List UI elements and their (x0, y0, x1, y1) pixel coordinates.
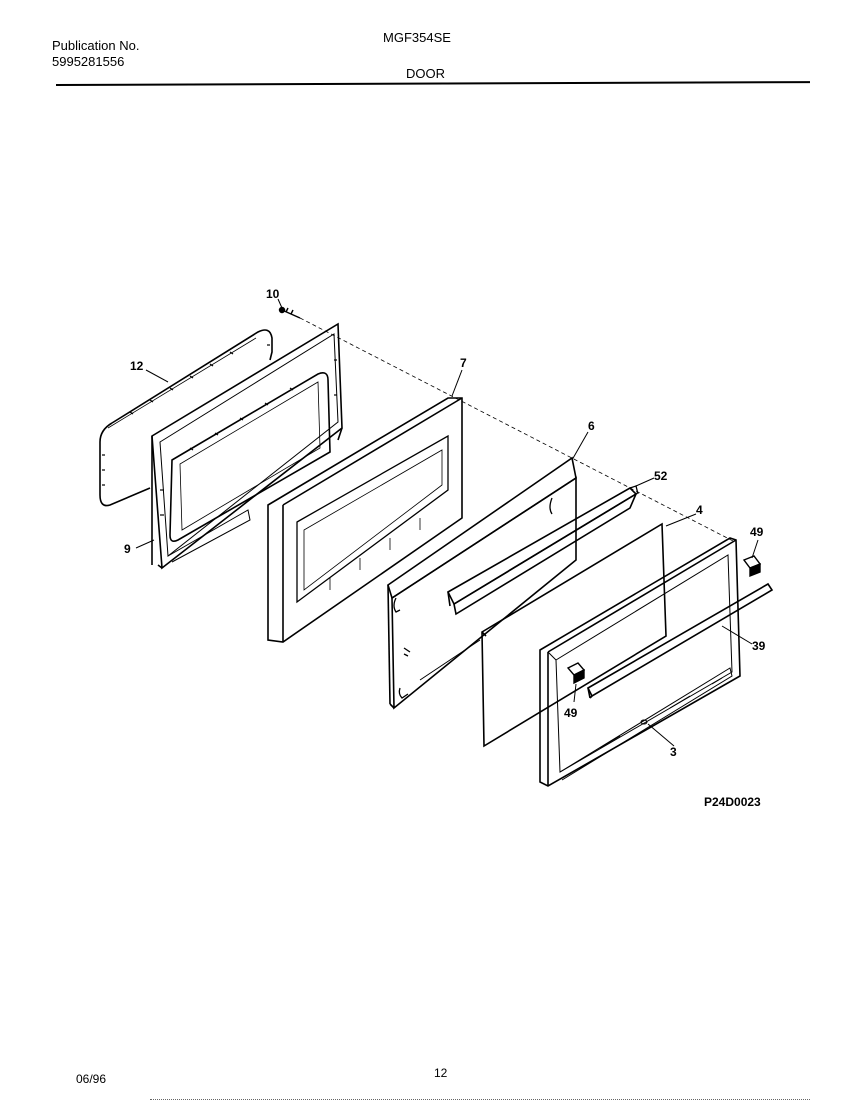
callout-49-top: 49 (750, 525, 764, 539)
callout-49-bottom: 49 (564, 706, 578, 720)
callout-3: 3 (670, 745, 677, 759)
callout-7: 7 (460, 356, 467, 370)
callout-10: 10 (266, 287, 280, 301)
part-channel (446, 485, 639, 616)
callout-9: 9 (124, 542, 131, 556)
alignment-lines (299, 317, 736, 543)
model-number: MGF354SE (383, 30, 451, 45)
callout-39: 39 (752, 639, 766, 653)
section-title: DOOR (406, 66, 445, 81)
footer-date: 06/96 (76, 1072, 107, 1086)
callout-52: 52 (654, 469, 668, 483)
callout-labels: 10 12 9 7 6 52 4 49 39 49 3 (124, 287, 766, 759)
part-handle (586, 582, 774, 699)
callout-6: 6 (588, 419, 595, 433)
part-inner-liner (151, 322, 343, 570)
publication-number: 5995281556 (52, 54, 125, 69)
callout-4: 4 (696, 503, 703, 517)
page-number: 12 (434, 1066, 448, 1080)
part-gasket (99, 329, 273, 507)
part-door-panel (387, 456, 577, 710)
footer-rule (150, 1099, 810, 1100)
part-glass (481, 522, 667, 748)
diagram-code: P24D0023 (704, 795, 761, 809)
leader-lines (135, 298, 759, 747)
part-screw (278, 306, 301, 319)
callout-12: 12 (130, 359, 144, 373)
part-outer-door (539, 537, 741, 787)
part-door-frame (267, 397, 463, 643)
publication-label: Publication No. (52, 38, 140, 53)
part-bracket (566, 555, 762, 685)
